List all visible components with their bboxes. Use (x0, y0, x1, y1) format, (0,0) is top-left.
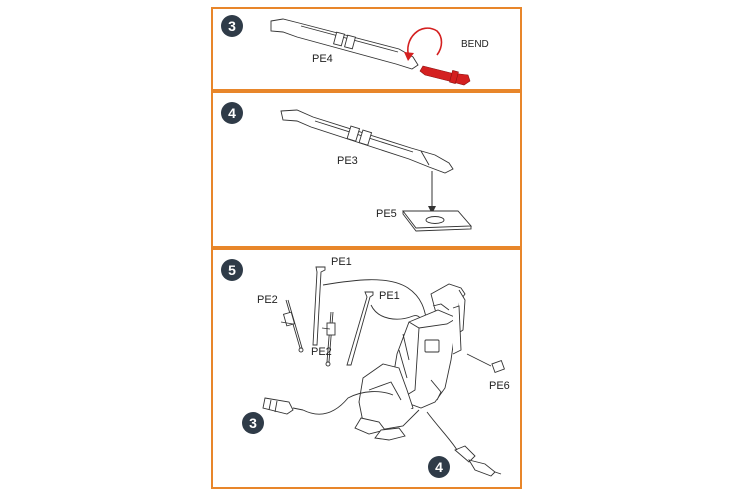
pe2-label-left: PE2 (257, 294, 278, 306)
seat-assembly-drawing (262, 266, 505, 477)
pe2-left-part (282, 299, 304, 353)
sub-assembly-4 (454, 445, 502, 477)
bend-tab-highlight (419, 65, 471, 86)
pe3-pe5-drawing (280, 109, 472, 232)
pe6-part (491, 359, 505, 373)
ejection-seat (354, 283, 466, 441)
step-4-panel: 4 PE3 PE5 (211, 91, 522, 248)
sub-assembly-3-badge: 3 (242, 412, 264, 434)
bend-arrowhead (404, 52, 414, 61)
pe4-strap (270, 18, 419, 70)
sub-assembly-4-badge: 4 (428, 456, 450, 478)
step-5-panel: 5 (211, 248, 522, 489)
pe3-strap (280, 109, 454, 174)
step-4-badge: 4 (221, 102, 243, 124)
step-5-badge: 5 (221, 259, 243, 281)
pe2-right-part (325, 311, 336, 367)
pe1-label-mid: PE1 (379, 290, 400, 302)
step-3-panel: 3 PE4 BEND (211, 7, 522, 91)
pe3-label: PE3 (337, 155, 358, 167)
sub-assembly-3 (262, 397, 304, 415)
pe6-label: PE6 (489, 380, 510, 392)
pe1-routing-line-a (322, 279, 428, 323)
pe4-label: PE4 (312, 53, 333, 65)
step-3-badge: 3 (221, 15, 243, 37)
pe5-plate (402, 210, 472, 232)
pe5-label: PE5 (376, 208, 397, 220)
pe1-left-strap (312, 266, 326, 346)
pe1-mid-strap (346, 291, 374, 366)
sub-assembly-4-link (426, 411, 458, 451)
pe4-strap-drawing (270, 18, 471, 86)
pe1-label-top: PE1 (331, 256, 352, 268)
bend-arrow (407, 27, 443, 58)
pe2-label-right: PE2 (311, 346, 332, 358)
sub-assembly-3-link (302, 391, 394, 415)
bend-label: BEND (461, 39, 489, 50)
